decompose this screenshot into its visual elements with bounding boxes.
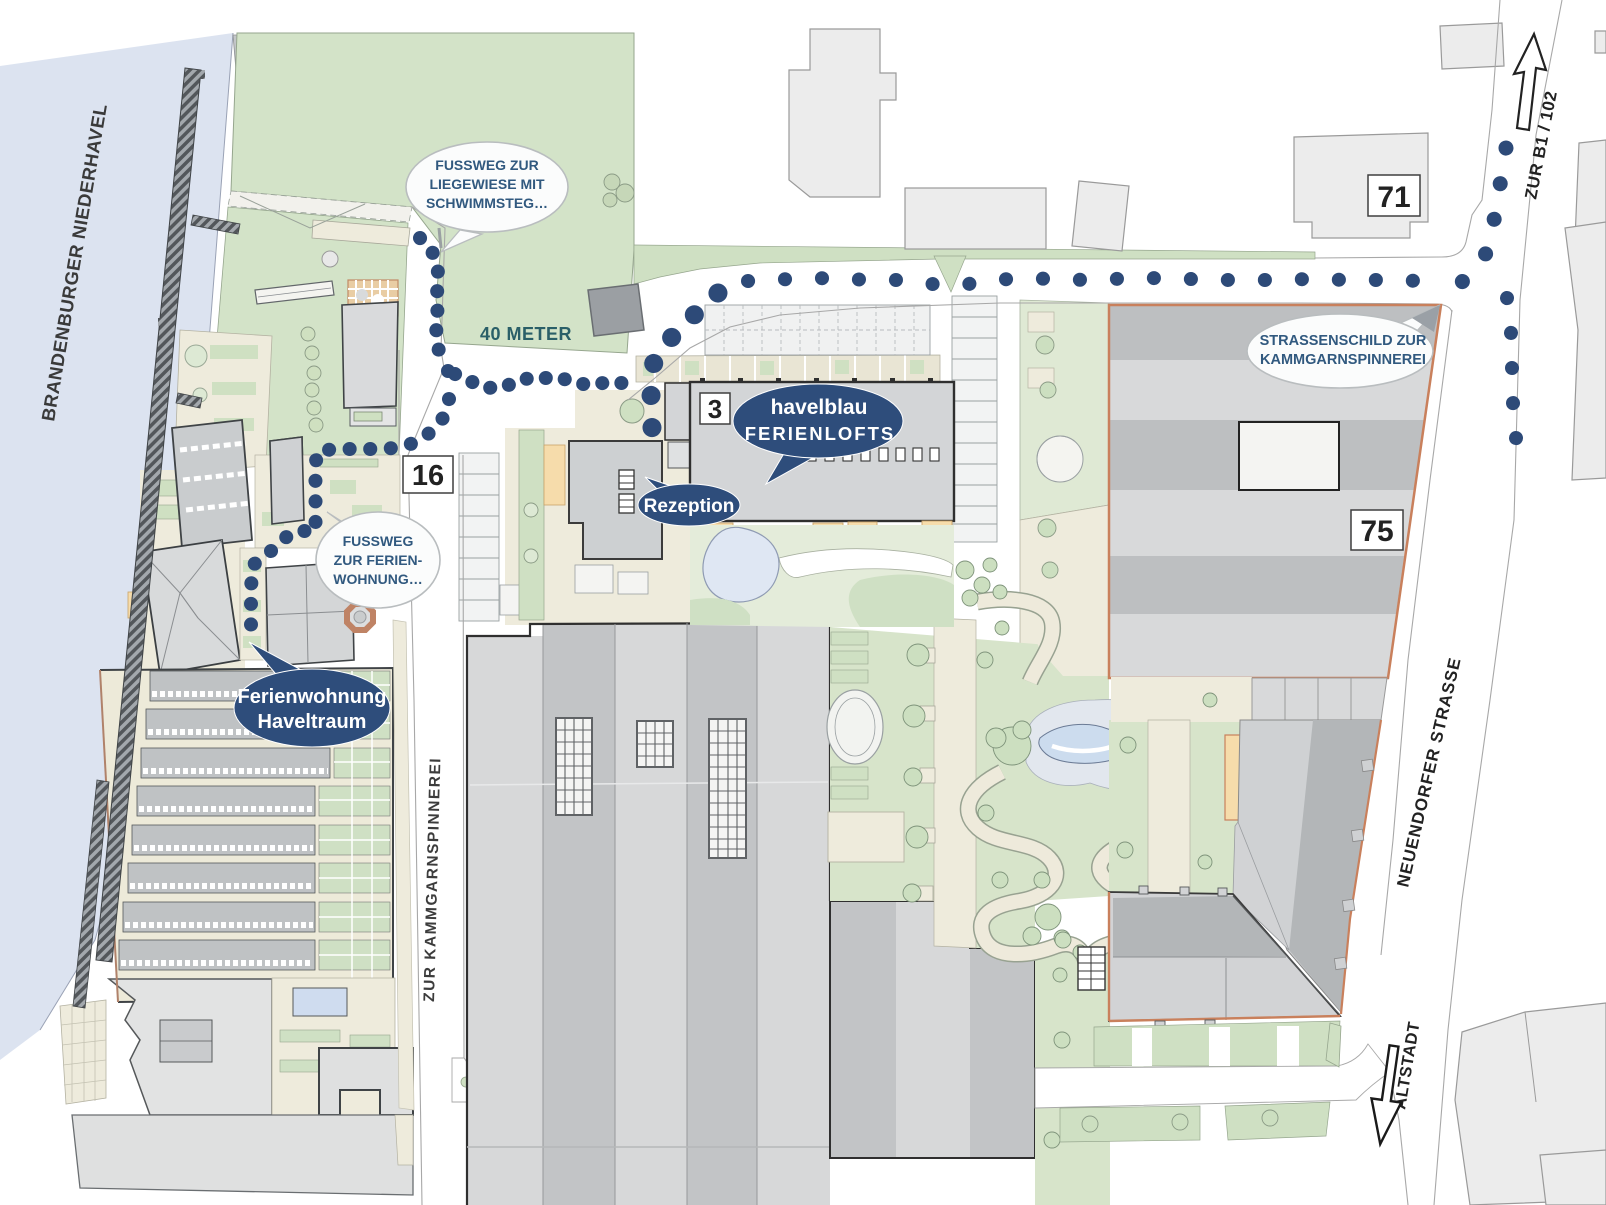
svg-text:Rezeption: Rezeption [644,496,735,517]
svg-text:LIEGEWIESE MIT: LIEGEWIESE MIT [429,176,545,192]
svg-text:71: 71 [1377,181,1410,214]
svg-text:75: 75 [1360,515,1393,548]
svg-text:WOHNUNG…: WOHNUNG… [333,571,422,587]
svg-text:FUSSWEG: FUSSWEG [343,533,414,549]
svg-text:SCHWIMMSTEG…: SCHWIMMSTEG… [426,195,548,211]
svg-text:havelblau: havelblau [771,396,868,419]
svg-text:Haveltraum: Haveltraum [258,711,367,733]
svg-text:ZUR KAMMGARNSPINNEREI: ZUR KAMMGARNSPINNEREI [421,757,444,1002]
svg-text:FUSSWEG ZUR: FUSSWEG ZUR [435,157,538,173]
svg-text:40 METER: 40 METER [480,324,572,344]
svg-text:16: 16 [412,460,444,492]
svg-text:FERIENLOFTS: FERIENLOFTS [745,423,895,444]
svg-text:Ferienwohnung: Ferienwohnung [238,686,387,708]
svg-text:ZUR FERIEN-: ZUR FERIEN- [334,552,423,568]
svg-text:3: 3 [708,394,722,424]
svg-text:KAMMGARNSPINNEREI: KAMMGARNSPINNEREI [1260,352,1426,368]
svg-text:STRASSENSCHILD ZUR: STRASSENSCHILD ZUR [1260,333,1427,349]
